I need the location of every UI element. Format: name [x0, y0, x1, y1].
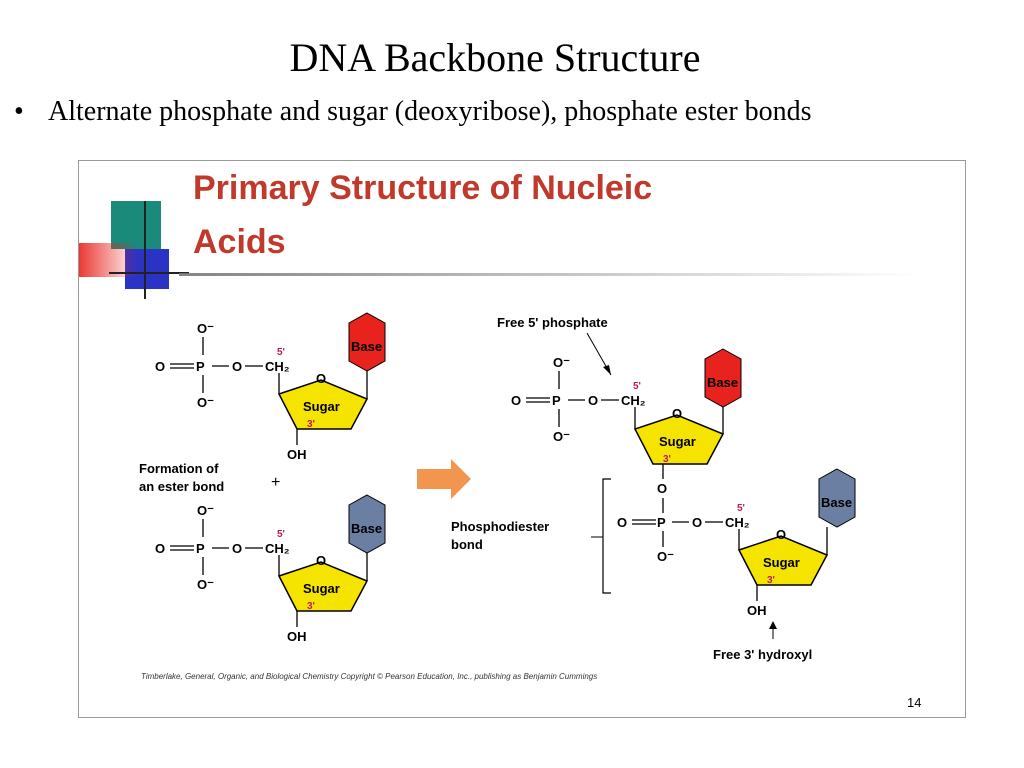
oh-label: OH: [747, 603, 767, 618]
ester-bond-label: an ester bond: [139, 479, 224, 494]
credit-line: Timberlake, General, Organic, and Biolog…: [141, 672, 597, 681]
sugar-label: Sugar: [763, 555, 800, 570]
sugar-ring: [277, 379, 369, 430]
decorative-squares-icon: [79, 201, 189, 299]
sugar-label: Sugar: [303, 581, 340, 596]
oxygen-label: O: [588, 393, 598, 408]
oh-label: OH: [287, 629, 307, 644]
sugar-label: Sugar: [659, 434, 696, 449]
ch2-label: CH₂: [265, 541, 290, 556]
figure-title-line1: Primary Structure of Nucleic: [193, 169, 652, 207]
plus-sign: +: [271, 474, 280, 491]
o-minus-label: O⁻: [657, 549, 674, 564]
prime3-label: 3': [663, 454, 671, 465]
ch2-label: CH₂: [725, 515, 750, 530]
phosphodiester-label: Phosphodiester: [451, 519, 549, 534]
ch2-label: CH₂: [265, 359, 290, 374]
o-minus-label: O⁻: [197, 577, 214, 592]
nucleotide-bottom: O⁻ O P O O⁻ CH₂ 5' O Sugar 3' Base OH: [155, 494, 386, 644]
sugar-ring: [277, 561, 369, 612]
o-minus-label: O⁻: [197, 503, 214, 518]
figure-title-line2: Acids: [193, 223, 286, 261]
free3-label: Free 3' hydroxyl: [713, 647, 812, 662]
oxygen-label: O: [232, 359, 242, 374]
bullet-dot-icon: •: [14, 96, 24, 127]
page-number: 14: [907, 695, 921, 710]
base-label: Base: [707, 375, 738, 390]
prime3-label: 3': [767, 575, 775, 586]
phosphorus-label: P: [196, 541, 205, 556]
free5-label: Free 5' phosphate: [497, 315, 608, 330]
nucleotide-top: O⁻ O P O O⁻ CH₂ 5' O Sugar 3' Base OH: [155, 312, 386, 462]
sugar-ring: [737, 535, 829, 586]
oh-label: OH: [287, 447, 307, 462]
phosphorus-label: P: [196, 359, 205, 374]
ch2-label: CH₂: [621, 393, 646, 408]
reaction-arrow-icon: [417, 459, 471, 499]
figure-canvas: Primary Structure of Nucleic Acids O⁻ O …: [79, 169, 921, 710]
sugar-ring: [633, 414, 725, 465]
prime5-label: 5': [277, 347, 285, 358]
bond-bracket: [602, 478, 611, 594]
phosphorus-label: P: [552, 393, 561, 408]
prime5-label: 5': [277, 529, 285, 540]
prime3-label: 3': [307, 601, 315, 612]
oxygen-label: O: [692, 515, 702, 530]
prime5-label: 5': [633, 381, 641, 392]
bond-label: bond: [451, 537, 483, 552]
base-hexagon: [348, 494, 386, 554]
prime5-label: 5': [737, 503, 745, 514]
ring-oxygen-label: O: [776, 527, 786, 542]
dinucleotide: Free 5' phosphate O⁻ O P O O⁻ CH₂ 5' O S…: [451, 315, 856, 662]
nucleic-acid-figure: Primary Structure of Nucleic Acids O⁻ O …: [78, 160, 966, 718]
base-hexagon: [704, 348, 742, 408]
ring-oxygen-label: O: [316, 371, 326, 386]
ring-oxygen-label: O: [672, 406, 682, 421]
base-hexagon: [818, 468, 856, 528]
base-label: Base: [351, 521, 382, 536]
o-minus-label: O⁻: [197, 321, 214, 336]
o-minus-label: O⁻: [553, 355, 570, 370]
base-label: Base: [351, 339, 382, 354]
double-o-label: O: [617, 515, 627, 530]
base-label: Base: [821, 495, 852, 510]
o-minus-label: O⁻: [553, 429, 570, 444]
prime3-label: 3': [307, 419, 315, 430]
double-o-label: O: [511, 393, 521, 408]
slide-title: DNA Backbone Structure: [289, 35, 701, 80]
sugar-label: Sugar: [303, 399, 340, 414]
formation-label: Formation of: [139, 461, 219, 476]
base-hexagon: [348, 312, 386, 372]
ring-oxygen-label: O: [316, 553, 326, 568]
bullet-text: Alternate phosphate and sugar (deoxyribo…: [48, 96, 812, 127]
oxygen-label: O: [232, 541, 242, 556]
double-o-label: O: [155, 541, 165, 556]
title-underline: [179, 273, 919, 276]
bullet-point: • Alternate phosphate and sugar (deoxyrib…: [14, 96, 812, 128]
double-o-label: O: [155, 359, 165, 374]
o-minus-label: O⁻: [197, 395, 214, 410]
phosphorus-label: P: [657, 515, 666, 530]
bridge-oxygen-label: O: [657, 481, 667, 496]
